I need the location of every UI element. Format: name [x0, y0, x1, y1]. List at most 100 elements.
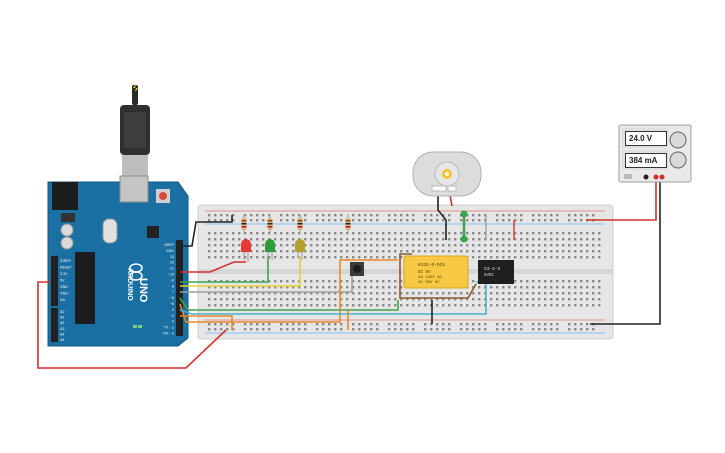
breadboard-hole[interactable] [388, 256, 391, 259]
breadboard-hole[interactable] [568, 292, 571, 295]
breadboard-hole[interactable] [364, 304, 367, 307]
breadboard-hole[interactable] [352, 304, 355, 307]
breadboard-hole[interactable] [310, 298, 313, 301]
breadboard-hole[interactable] [466, 328, 469, 331]
breadboard-hole[interactable] [496, 256, 499, 259]
breadboard-hole[interactable] [424, 323, 427, 326]
breadboard-hole[interactable] [490, 232, 493, 235]
breadboard-hole[interactable] [472, 238, 475, 241]
breadboard-hole[interactable] [400, 244, 403, 247]
breadboard-hole[interactable] [586, 323, 589, 326]
breadboard-hole[interactable] [568, 219, 571, 222]
breadboard-hole[interactable] [436, 214, 439, 217]
breadboard-hole[interactable] [220, 328, 223, 331]
breadboard-hole[interactable] [406, 298, 409, 301]
breadboard-hole[interactable] [448, 232, 451, 235]
breadboard-hole[interactable] [364, 250, 367, 253]
breadboard-hole[interactable] [286, 280, 289, 283]
breadboard-hole[interactable] [220, 323, 223, 326]
breadboard-hole[interactable] [436, 323, 439, 326]
breadboard-hole[interactable] [508, 328, 511, 331]
breadboard-hole[interactable] [304, 286, 307, 289]
breadboard-hole[interactable] [436, 250, 439, 253]
breadboard-hole[interactable] [226, 304, 229, 307]
breadboard-hole[interactable] [208, 232, 211, 235]
breadboard-hole[interactable] [208, 238, 211, 241]
breadboard-hole[interactable] [502, 244, 505, 247]
breadboard-hole[interactable] [520, 256, 523, 259]
breadboard-hole[interactable] [280, 286, 283, 289]
breadboard-hole[interactable] [232, 238, 235, 241]
breadboard-hole[interactable] [310, 244, 313, 247]
breadboard-hole[interactable] [442, 304, 445, 307]
breadboard-hole[interactable] [514, 244, 517, 247]
breadboard-hole[interactable] [274, 292, 277, 295]
breadboard-hole[interactable] [388, 219, 391, 222]
breadboard-hole[interactable] [310, 250, 313, 253]
breadboard-hole[interactable] [556, 292, 559, 295]
breadboard-hole[interactable] [232, 219, 235, 222]
breadboard-hole[interactable] [220, 250, 223, 253]
breadboard-hole[interactable] [430, 214, 433, 217]
breadboard-hole[interactable] [580, 244, 583, 247]
breadboard-hole[interactable] [208, 250, 211, 253]
breadboard-hole[interactable] [478, 219, 481, 222]
breadboard-hole[interactable] [298, 328, 301, 331]
breadboard-hole[interactable] [400, 256, 403, 259]
breadboard-hole[interactable] [526, 244, 529, 247]
breadboard-hole[interactable] [352, 328, 355, 331]
breadboard-hole[interactable] [418, 292, 421, 295]
breadboard-hole[interactable] [502, 292, 505, 295]
breadboard-hole[interactable] [460, 304, 463, 307]
breadboard-hole[interactable] [340, 286, 343, 289]
breadboard-hole[interactable] [394, 219, 397, 222]
breadboard-hole[interactable] [520, 214, 523, 217]
breadboard-hole[interactable] [370, 219, 373, 222]
breadboard-hole[interactable] [466, 323, 469, 326]
breadboard-hole[interactable] [232, 250, 235, 253]
breadboard-hole[interactable] [400, 250, 403, 253]
breadboard-hole[interactable] [364, 244, 367, 247]
breadboard-hole[interactable] [394, 232, 397, 235]
breadboard-hole[interactable] [292, 244, 295, 247]
breadboard-hole[interactable] [256, 244, 259, 247]
breadboard-hole[interactable] [256, 323, 259, 326]
breadboard-hole[interactable] [208, 286, 211, 289]
breadboard-hole[interactable] [376, 232, 379, 235]
breadboard-hole[interactable] [328, 219, 331, 222]
breadboard-hole[interactable] [310, 280, 313, 283]
breadboard-hole[interactable] [496, 328, 499, 331]
breadboard-hole[interactable] [262, 323, 265, 326]
breadboard-hole[interactable] [526, 298, 529, 301]
breadboard-hole[interactable] [472, 304, 475, 307]
breadboard-hole[interactable] [526, 238, 529, 241]
breadboard-hole[interactable] [256, 328, 259, 331]
breadboard-hole[interactable] [412, 298, 415, 301]
breadboard-hole[interactable] [238, 238, 241, 241]
breadboard-hole[interactable] [478, 298, 481, 301]
breadboard-hole[interactable] [304, 280, 307, 283]
breadboard-hole[interactable] [592, 304, 595, 307]
breadboard-hole[interactable] [286, 256, 289, 259]
breadboard-hole[interactable] [418, 304, 421, 307]
breadboard-hole[interactable] [586, 286, 589, 289]
breadboard-hole[interactable] [418, 298, 421, 301]
breadboard-hole[interactable] [328, 214, 331, 217]
breadboard-hole[interactable] [490, 244, 493, 247]
breadboard-hole[interactable] [424, 292, 427, 295]
breadboard-hole[interactable] [502, 250, 505, 253]
breadboard-hole[interactable] [502, 286, 505, 289]
breadboard-hole[interactable] [586, 238, 589, 241]
breadboard-hole[interactable] [286, 328, 289, 331]
breadboard-hole[interactable] [262, 219, 265, 222]
breadboard-hole[interactable] [352, 280, 355, 283]
breadboard-hole[interactable] [226, 244, 229, 247]
breadboard-hole[interactable] [340, 256, 343, 259]
breadboard-hole[interactable] [496, 232, 499, 235]
breadboard-hole[interactable] [268, 280, 271, 283]
breadboard-hole[interactable] [508, 250, 511, 253]
breadboard-hole[interactable] [286, 244, 289, 247]
breadboard-hole[interactable] [394, 214, 397, 217]
breadboard-hole[interactable] [334, 304, 337, 307]
breadboard-hole[interactable] [352, 292, 355, 295]
